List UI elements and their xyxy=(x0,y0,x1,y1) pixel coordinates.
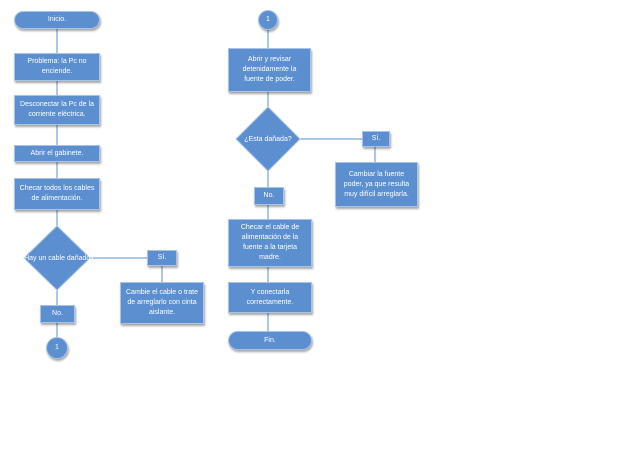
fix-cable-label: Cambie el cable o trate de arreglarlo co… xyxy=(126,289,198,316)
start-terminator[interactable]: Inicio. xyxy=(14,11,100,29)
yes-label: Sí. xyxy=(157,254,167,261)
decision-label: ¿Esta dañada? xyxy=(244,135,292,143)
problem-box[interactable]: Problema: la Pc no enciende. xyxy=(14,53,100,81)
check-mobo-cable-box[interactable]: Checar el cable de alimentación de la fu… xyxy=(228,219,312,267)
replace-psu-label: Cambiar la fuente poder, ya que resulta … xyxy=(343,170,410,198)
no-box[interactable]: No. xyxy=(254,187,284,205)
yes-box[interactable]: Sí. xyxy=(147,250,177,266)
decision-diamond xyxy=(235,106,301,172)
connector-label: 1 xyxy=(266,16,270,23)
page-connector-in[interactable]: 1 xyxy=(258,10,278,30)
fix-cable-box[interactable]: Cambie el cable o trate de arreglarlo co… xyxy=(120,282,204,324)
no-label: No. xyxy=(52,310,63,317)
end-label: Fin. xyxy=(264,336,276,344)
yes-label: Sí. xyxy=(371,135,381,142)
disconnect-label: Desconectar la Pc de la corriente eléctr… xyxy=(20,101,94,118)
inspect-psu-label: Abrir y revisar detenidamente la fuente … xyxy=(242,56,297,83)
page-connector-out[interactable]: 1 xyxy=(46,337,68,359)
open-case-box[interactable]: Abrir el gabinete. xyxy=(14,145,100,162)
disconnect-box[interactable]: Desconectar la Pc de la corriente eléctr… xyxy=(14,95,100,125)
check-mobo-cable-label: Checar el cable de alimentación de la fu… xyxy=(240,224,300,261)
inspect-psu-box[interactable]: Abrir y revisar detenidamente la fuente … xyxy=(228,48,311,92)
problem-label: Problema: la Pc no enciende. xyxy=(27,58,87,75)
cable-damaged-decision[interactable]: ¿Hay un cable dañado? xyxy=(14,248,100,268)
reconnect-box[interactable]: Y conectarla correctamente. xyxy=(228,282,312,313)
replace-psu-box[interactable]: Cambiar la fuente poder, ya que resulta … xyxy=(335,162,418,207)
psu-damaged-decision[interactable]: ¿Esta dañada? xyxy=(230,130,306,148)
end-terminator[interactable]: Fin. xyxy=(228,331,312,350)
check-cables-box[interactable]: Checar todos los cables de alimentación. xyxy=(14,178,100,210)
yes-box[interactable]: Sí. xyxy=(362,131,390,147)
start-label: Inicio. xyxy=(47,16,67,23)
reconnect-label: Y conectarla correctamente. xyxy=(246,288,294,306)
no-box[interactable]: No. xyxy=(40,305,75,323)
decision-diamond xyxy=(23,225,91,291)
check-cables-label: Checar todos los cables de alimentación. xyxy=(19,185,95,202)
connector-label: 1 xyxy=(55,344,59,351)
open-case-label: Abrir el gabinete. xyxy=(30,149,84,157)
no-label: No. xyxy=(263,192,275,199)
decision-label: ¿Hay un cable dañado? xyxy=(19,254,95,262)
